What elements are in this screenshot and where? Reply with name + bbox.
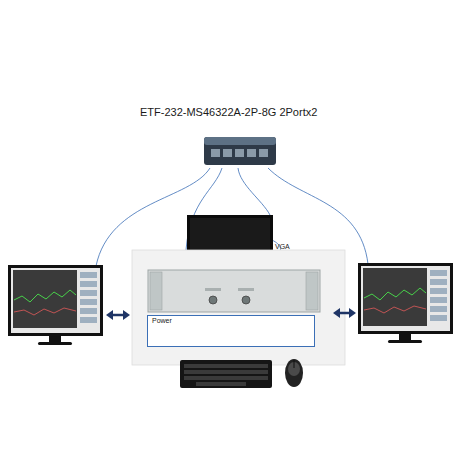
front-panel: Power [147, 315, 315, 347]
network-switch [204, 137, 276, 165]
port-label: VGA [275, 243, 290, 250]
left-monitor [8, 265, 103, 345]
diagram-title: ETF-232-MS46322A-2P-8G 2Portx2 [140, 106, 317, 118]
panel-label: Power [148, 316, 314, 325]
keyboard [180, 360, 272, 388]
mouse [285, 359, 303, 387]
instrument-chassis [148, 270, 320, 312]
right-monitor [358, 263, 453, 343]
